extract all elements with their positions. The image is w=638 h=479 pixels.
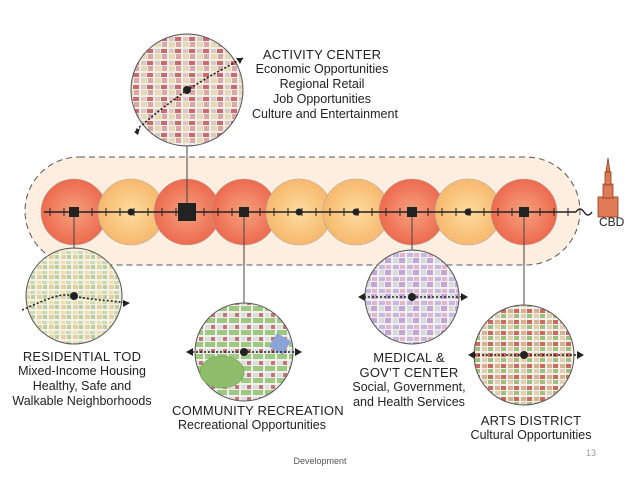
arts-district-inset	[468, 304, 584, 406]
node-detail: Recreational Opportunities	[178, 418, 326, 432]
node-detail: Job Opportunities	[273, 92, 371, 106]
footer-text: Development	[293, 456, 347, 466]
residential-tod-label: RESIDENTIAL TOD Mixed-Income Housing Hea…	[12, 349, 152, 409]
node-detail: Healthy, Safe and	[32, 379, 132, 393]
page-number: 13	[586, 448, 597, 458]
node-title-line2: GOV’T CENTER	[359, 365, 459, 380]
node-title: MEDICAL &	[373, 350, 445, 365]
medical-gov-center-label: MEDICAL & GOV’T CENTER Social, Governmen…	[346, 350, 472, 410]
residential-tod-inset	[21, 247, 130, 345]
station-marker-major	[239, 207, 249, 217]
community-recreation-inset	[186, 302, 302, 402]
node-detail: Regional Retail	[279, 77, 365, 91]
community-recreation-label: COMMUNITY RECREATION Recreational Opport…	[172, 403, 344, 433]
station-marker-minor	[352, 208, 360, 216]
node-detail: and Health Services	[353, 395, 465, 409]
station-marker-major	[407, 207, 417, 217]
node-detail: Mixed-Income Housing	[18, 364, 146, 378]
node-title: RESIDENTIAL TOD	[22, 349, 142, 364]
station-markers	[69, 203, 529, 221]
station-marker-minor	[127, 208, 135, 216]
station-marker-major	[519, 207, 529, 217]
node-detail: Culture and Entertainment	[252, 107, 398, 121]
station-marker-minor	[464, 208, 472, 216]
node-detail: Social, Government,	[352, 380, 466, 394]
cbd-label: CBD	[599, 215, 625, 229]
station-marker-minor	[295, 208, 303, 216]
node-title: ACTIVITY CENTER	[262, 47, 382, 62]
activity-center-label: ACTIVITY CENTER Economic Opportunities R…	[252, 47, 398, 122]
station-marker-major	[69, 207, 79, 217]
activity-center-inset	[130, 33, 244, 147]
node-detail: Walkable Neighborhoods	[12, 394, 152, 408]
node-title: ARTS DISTRICT	[480, 413, 582, 428]
station-marker-activity	[178, 203, 196, 221]
node-title: COMMUNITY RECREATION	[172, 403, 344, 418]
node-detail: Economic Opportunities	[255, 62, 389, 76]
node-detail: Cultural Opportunities	[470, 428, 592, 442]
arts-district-label: ARTS DISTRICT Cultural Opportunities	[468, 413, 594, 443]
cbd-skyline-icon	[597, 157, 619, 218]
medical-gov-center-inset	[358, 249, 468, 345]
